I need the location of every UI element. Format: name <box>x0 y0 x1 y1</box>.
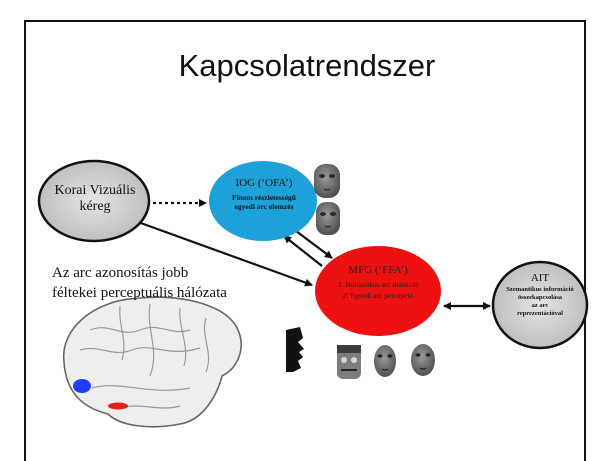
face-image-3 <box>337 345 361 379</box>
arrow-korai-to-mfg <box>137 220 313 287</box>
brain-caption: Az arc azonosítás jobb féltekei perceptu… <box>52 264 272 303</box>
node-ait <box>491 260 589 350</box>
brain-ofa-region <box>73 379 91 393</box>
slide-frame <box>24 20 586 461</box>
face-image-5 <box>411 344 435 376</box>
face-image-4 <box>374 345 396 377</box>
caption-line1: Az arc azonosítás jobb <box>52 265 189 281</box>
node-korai-label: Korai Vizuális kéreg <box>40 183 150 215</box>
caption-line2: féltekei perceptuális hálózata <box>52 284 227 301</box>
node-ait-title: AIT <box>530 272 550 284</box>
arrow-iog-to-mfg <box>291 227 333 259</box>
node-ait-desc: Szemantikus információ összekapcsolása a… <box>495 286 585 319</box>
face-image-2 <box>316 202 340 235</box>
iog-desc-line2: egyedi arc elemzés <box>234 201 294 211</box>
profile-silhouette <box>286 327 304 372</box>
korai-line1: Korai Vizuális <box>54 183 136 198</box>
slide-title: Kapcsolatrendszer <box>178 48 436 83</box>
ait-desc-line4: reprezentációval <box>517 310 563 318</box>
ait-desc-line2: összekapcsolása <box>517 294 563 302</box>
node-iog-title: IOG (‘OFA’) <box>235 177 293 189</box>
node-mfg-line1: 1. Holisztikus arc detekció <box>338 280 418 289</box>
iog-desc-line1: Finom részletességű <box>232 193 296 202</box>
korai-line2: kéreg <box>79 199 111 215</box>
ait-desc-line3: az arc <box>531 302 549 310</box>
node-iog <box>209 161 317 241</box>
node-korai <box>37 159 151 243</box>
face-image-1 <box>314 164 340 198</box>
node-mfg-line2: 2. Egyedi arc percepció <box>342 291 414 300</box>
brain-image <box>62 296 242 428</box>
brain-ffa-region <box>108 402 128 410</box>
node-mfg-title: MFG (‘FFA’) <box>348 264 408 276</box>
node-mfg <box>315 246 441 336</box>
ait-desc-line1: Szemantikus információ <box>506 286 574 293</box>
arrow-mfg-to-iog <box>283 235 323 267</box>
node-iog-desc: Finom részletességű egyedi arc elemzés <box>214 193 314 211</box>
